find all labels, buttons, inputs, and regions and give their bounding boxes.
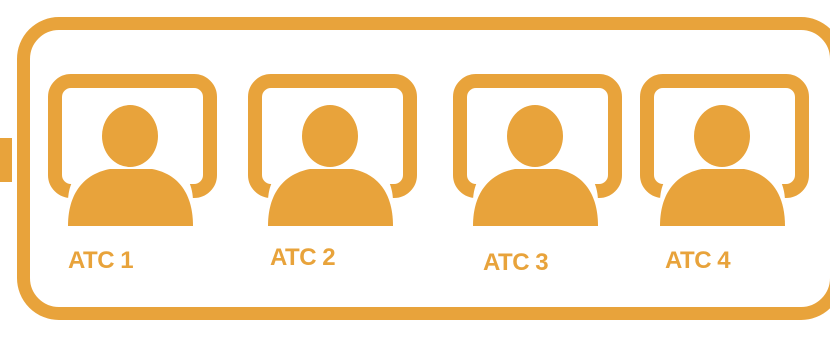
monitor-with-person-icon: [248, 74, 417, 226]
atc-station-label: ATC 2: [270, 244, 336, 271]
atc-station-2: ATC 2: [248, 74, 423, 274]
atc-station-label: ATC 1: [68, 247, 134, 274]
connector-tab: [0, 138, 12, 182]
monitor-with-person-icon: [48, 74, 217, 226]
atc-station-1: ATC 1: [48, 74, 223, 274]
monitor-with-person-icon: [640, 74, 809, 226]
atc-station-label: ATC 4: [665, 247, 731, 274]
atc-station-3: ATC 3: [453, 74, 628, 276]
atc-station-4: ATC 4: [640, 74, 815, 274]
monitor-with-person-icon: [453, 74, 622, 226]
atc-station-label: ATC 3: [483, 249, 549, 276]
